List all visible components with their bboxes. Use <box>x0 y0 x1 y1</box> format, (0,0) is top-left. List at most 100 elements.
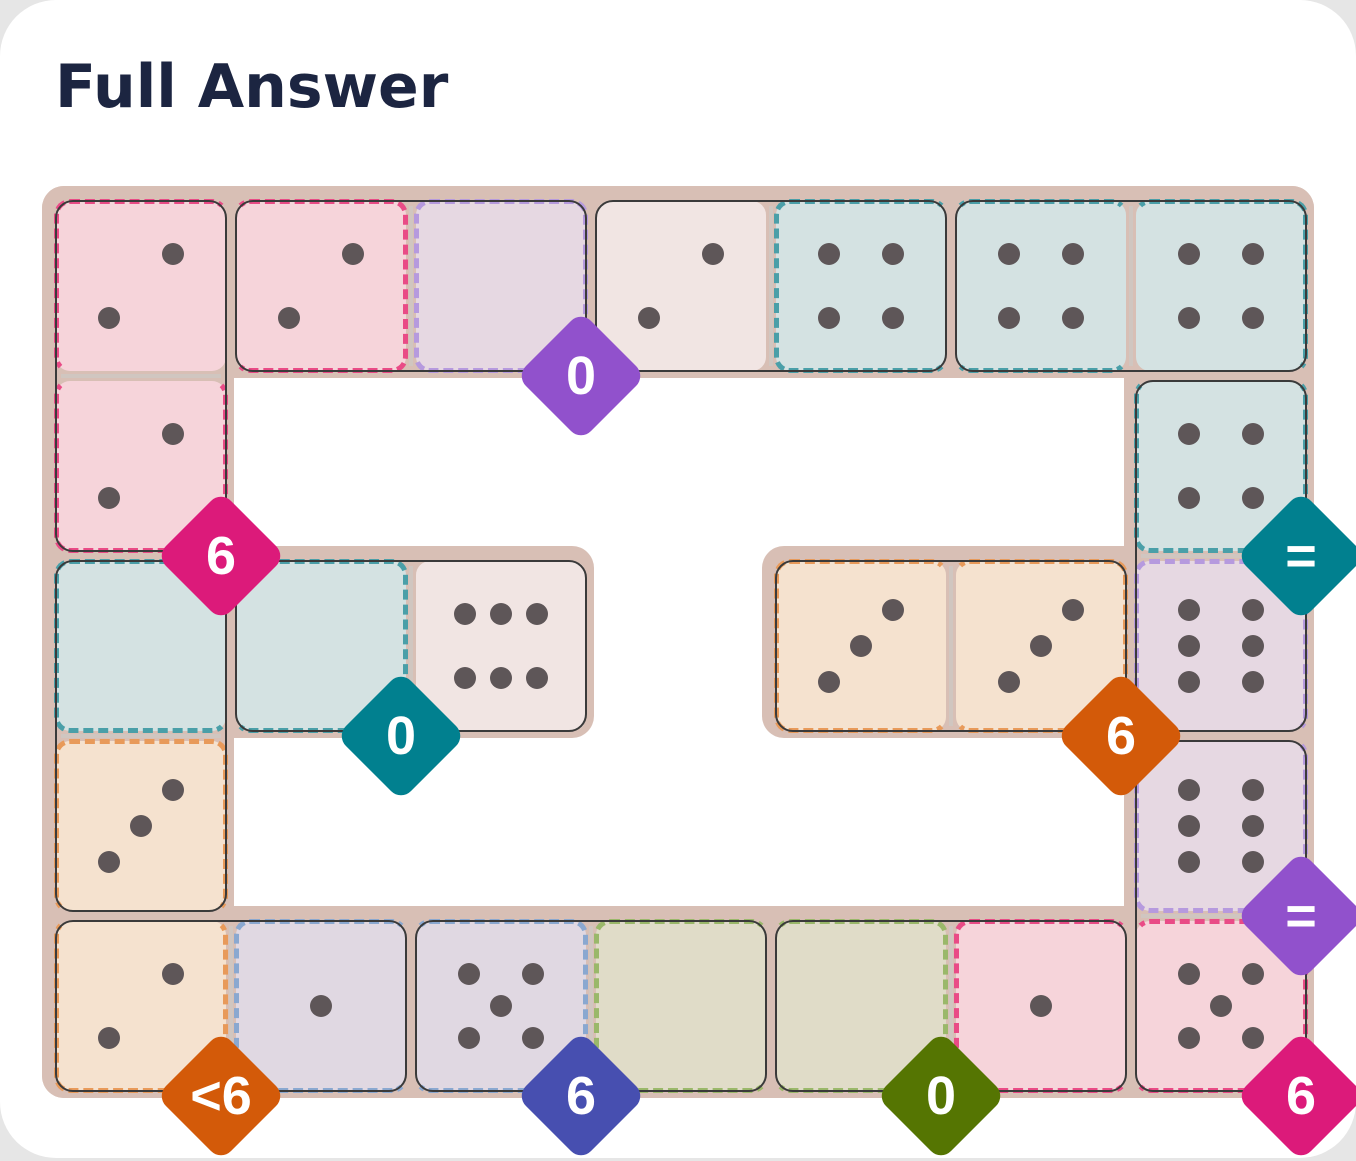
domino-pip <box>1177 487 1200 510</box>
domino-divider <box>61 374 221 378</box>
domino-pip <box>130 815 152 837</box>
domino-divider <box>409 566 413 726</box>
domino-pip <box>162 422 185 445</box>
board-cell <box>416 561 586 731</box>
domino-pip <box>637 307 660 330</box>
domino-pip <box>1242 815 1265 837</box>
domino-pip <box>97 487 120 510</box>
domino-pip <box>310 995 332 1017</box>
domino-pip <box>997 242 1020 265</box>
constraint-badge: <6 <box>155 1030 287 1161</box>
badge-label: 6 <box>565 1066 597 1126</box>
domino-pip <box>1242 1027 1265 1050</box>
domino-pip <box>997 671 1020 693</box>
domino-pip <box>1177 599 1200 621</box>
domino-pip <box>522 1027 545 1050</box>
domino-pip <box>1177 671 1200 693</box>
badge-label: 6 <box>1285 1066 1317 1126</box>
domino-pip <box>1242 487 1265 510</box>
domino-pip <box>1177 242 1200 265</box>
domino-pip <box>882 242 905 265</box>
board-hole <box>234 378 1122 546</box>
domino-pip <box>1177 307 1200 330</box>
page-title: Full Answer <box>55 52 449 122</box>
domino-divider <box>769 206 773 366</box>
domino-pip <box>1177 779 1200 801</box>
constraint-badge: 0 <box>335 670 467 802</box>
domino-pip <box>97 851 120 873</box>
board-cell <box>56 201 226 371</box>
domino-pip <box>457 1027 480 1050</box>
domino-divider <box>949 926 953 1086</box>
domino-pip <box>97 1027 120 1050</box>
board-cell <box>596 201 766 371</box>
domino-pip <box>1062 242 1085 265</box>
domino-pip <box>490 667 512 690</box>
domino-tile[interactable] <box>595 200 947 372</box>
board-cell <box>776 201 946 371</box>
domino-pip <box>702 242 725 265</box>
domino-pip <box>526 602 548 625</box>
domino-pip <box>1030 995 1052 1017</box>
domino-divider <box>409 206 413 366</box>
constraint-badge: = <box>1235 850 1356 982</box>
domino-tile[interactable] <box>55 200 227 552</box>
badge-label: 6 <box>205 526 237 586</box>
domino-pip <box>1062 307 1085 330</box>
domino-pip <box>882 307 905 330</box>
board-cell <box>236 201 406 371</box>
domino-divider <box>229 926 233 1086</box>
badge-label: = <box>1285 886 1317 946</box>
domino-tile[interactable] <box>955 200 1307 372</box>
domino-tile[interactable] <box>775 560 1127 732</box>
domino-divider <box>589 926 593 1086</box>
domino-pip <box>97 307 120 330</box>
domino-pip <box>1242 962 1265 985</box>
domino-pip <box>817 307 840 330</box>
board-cell <box>956 201 1126 371</box>
constraint-badge: 6 <box>155 490 287 622</box>
domino-pip <box>162 962 185 985</box>
badge-label: <6 <box>190 1066 252 1126</box>
domino-pip <box>1242 851 1265 873</box>
badge-label: 0 <box>925 1066 957 1126</box>
domino-divider <box>1141 554 1301 558</box>
domino-pip <box>454 667 476 690</box>
domino-pip <box>1242 671 1265 693</box>
domino-pip <box>1242 599 1265 621</box>
domino-pip <box>817 242 840 265</box>
domino-pip <box>490 602 512 625</box>
constraint-badge: 0 <box>875 1030 1007 1161</box>
domino-pip <box>342 242 365 265</box>
domino-pip <box>162 242 185 265</box>
domino-pip <box>882 599 905 621</box>
constraint-badge: = <box>1235 490 1356 622</box>
domino-pip <box>1177 962 1200 985</box>
domino-pip <box>526 667 548 690</box>
domino-pip <box>850 635 872 657</box>
domino-divider <box>949 566 953 726</box>
domino-tile[interactable] <box>235 200 587 372</box>
constraint-badge: 6 <box>1055 670 1187 802</box>
domino-pip <box>1242 242 1265 265</box>
domino-pip <box>997 307 1020 330</box>
constraint-badge: 6 <box>1235 1030 1356 1161</box>
constraint-badge: 0 <box>515 310 647 442</box>
domino-pip <box>1210 995 1232 1017</box>
domino-pip <box>1177 422 1200 445</box>
domino-pip <box>457 962 480 985</box>
domino-pip <box>162 779 185 801</box>
domino-pip <box>1242 635 1265 657</box>
domino-pip <box>1177 1027 1200 1050</box>
domino-tile[interactable] <box>55 560 227 912</box>
domino-divider <box>1141 914 1301 918</box>
domino-pip <box>1177 851 1200 873</box>
constraint-badge: 6 <box>515 1030 647 1161</box>
badge-label: = <box>1285 526 1317 586</box>
domino-pip <box>522 962 545 985</box>
domino-pip <box>1177 815 1200 837</box>
domino-pip <box>1242 779 1265 801</box>
domino-pip <box>277 307 300 330</box>
